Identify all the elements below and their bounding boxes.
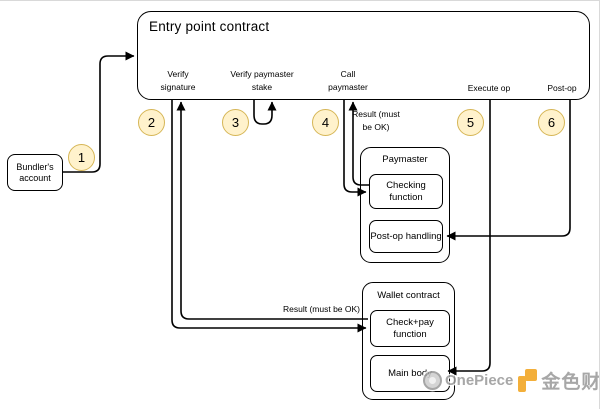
edge-wallet-result-return	[176, 101, 368, 320]
fn-post-op: Post-op	[547, 83, 577, 93]
step-5-badge: 5	[457, 109, 484, 136]
step-1-badge: 1	[68, 144, 95, 171]
step-2-badge: 2	[138, 109, 165, 136]
checking-function-box: Checking function	[369, 174, 443, 209]
step-3-badge: 3	[222, 109, 249, 136]
jinse-logo-icon	[518, 369, 538, 392]
watermark-brand-text: OnePiece	[445, 372, 514, 389]
entry-point-contract-box: Entry point contract	[137, 11, 590, 100]
watermark-site-text: 金色财经	[541, 372, 600, 393]
wallet-contract-box: Wallet contract Check+pay function Main …	[362, 282, 455, 400]
step-6-badge: 6	[538, 109, 565, 136]
edge-verify-stake-loop	[253, 100, 277, 125]
wallet-result-label: Result (must be OK)	[283, 304, 360, 314]
post-op-handling-box: Post-op handling	[369, 220, 443, 253]
step-4-badge: 4	[312, 109, 339, 136]
entry-point-title: Entry point contract	[149, 19, 270, 34]
check-pay-function-box: Check+pay function	[370, 310, 450, 347]
paymaster-box: Paymaster Checking function Post-op hand…	[360, 147, 450, 263]
paymaster-title: Paymaster	[382, 154, 428, 165]
fn-verify-signature: Verify signature	[160, 69, 196, 92]
fn-verify-paymaster-stake: Verify paymaster stake	[230, 69, 294, 92]
edge-verify-signature-call	[171, 100, 367, 333]
wallet-contract-title: Wallet contract	[377, 290, 440, 301]
bundler-account-box: Bundler's account	[7, 154, 63, 191]
paymaster-result-label: Result (must be OK)	[352, 109, 400, 132]
watermark: OnePiece 金色财经	[423, 367, 600, 394]
onepiece-logo-icon	[423, 371, 442, 390]
fn-call-paymaster: Call paymaster	[328, 69, 368, 92]
fn-execute-op: Execute op	[467, 83, 511, 93]
